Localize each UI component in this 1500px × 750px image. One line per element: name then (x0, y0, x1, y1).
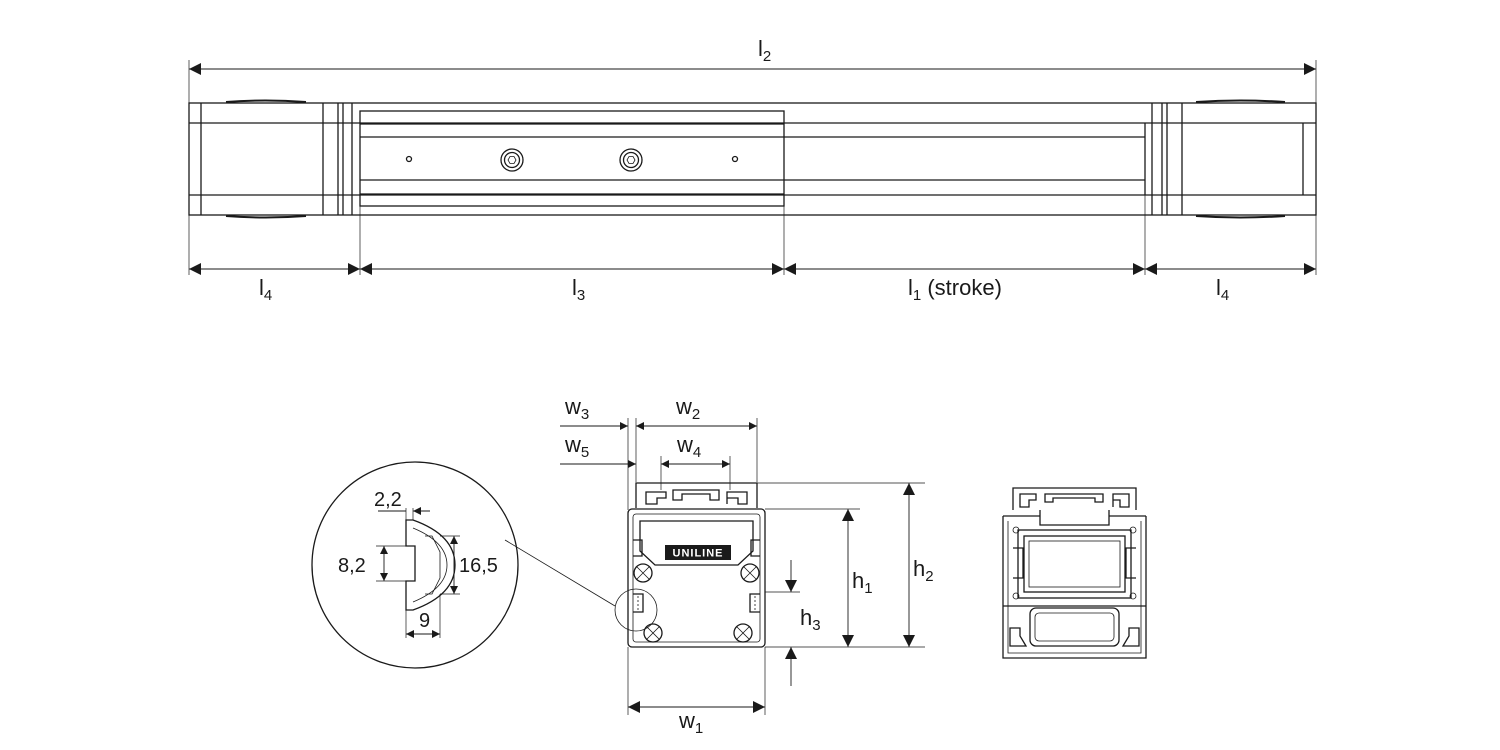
dim-l4-left-label: l4 (259, 275, 272, 304)
dim-l2-label: l2 (758, 36, 771, 65)
dim-l4-right-label: l4 (1216, 275, 1229, 304)
hex-screw-icon (619, 148, 643, 172)
dim-w3-label: w3 (564, 394, 589, 423)
detail-dim-inner: 8,2 (338, 555, 366, 577)
slot-detail-view: 2,2 8,2 16,5 9 (311, 461, 519, 669)
detail-marker (614, 588, 658, 632)
hex-screw-icon (500, 148, 524, 172)
detail-dim-top: 2,2 (374, 489, 402, 511)
detail-dim-width: 9 (419, 610, 430, 632)
dim-h2-label: h2 (913, 556, 934, 585)
phillips-screw-icon (733, 623, 753, 643)
dim-h3-label: h3 (800, 605, 821, 634)
dim-w1-label: w1 (678, 708, 703, 737)
dim-h1-label: h1 (852, 568, 873, 597)
phillips-screw-icon (633, 563, 653, 583)
logo-plate (639, 520, 754, 566)
end-view: w3 w2 w5 w4 UNILINE (504, 394, 934, 737)
hole-icon (405, 155, 413, 163)
logo-badge (665, 545, 731, 560)
dim-l1-label: l1 (stroke) (908, 275, 1002, 304)
logo-text: UNILINE (673, 548, 724, 560)
detail-dim-height: 16,5 (459, 555, 498, 577)
phillips-screw-icon (740, 563, 760, 583)
dim-l3-label: l3 (572, 275, 585, 304)
dim-w2-label: w2 (675, 394, 700, 423)
hole-icon (731, 155, 739, 163)
phillips-screw-icon (643, 623, 663, 643)
dim-w5-label: w5 (564, 432, 589, 461)
section-view (1002, 487, 1147, 659)
top-view: l2 (188, 36, 1317, 304)
dim-w4-label: w4 (676, 432, 701, 461)
